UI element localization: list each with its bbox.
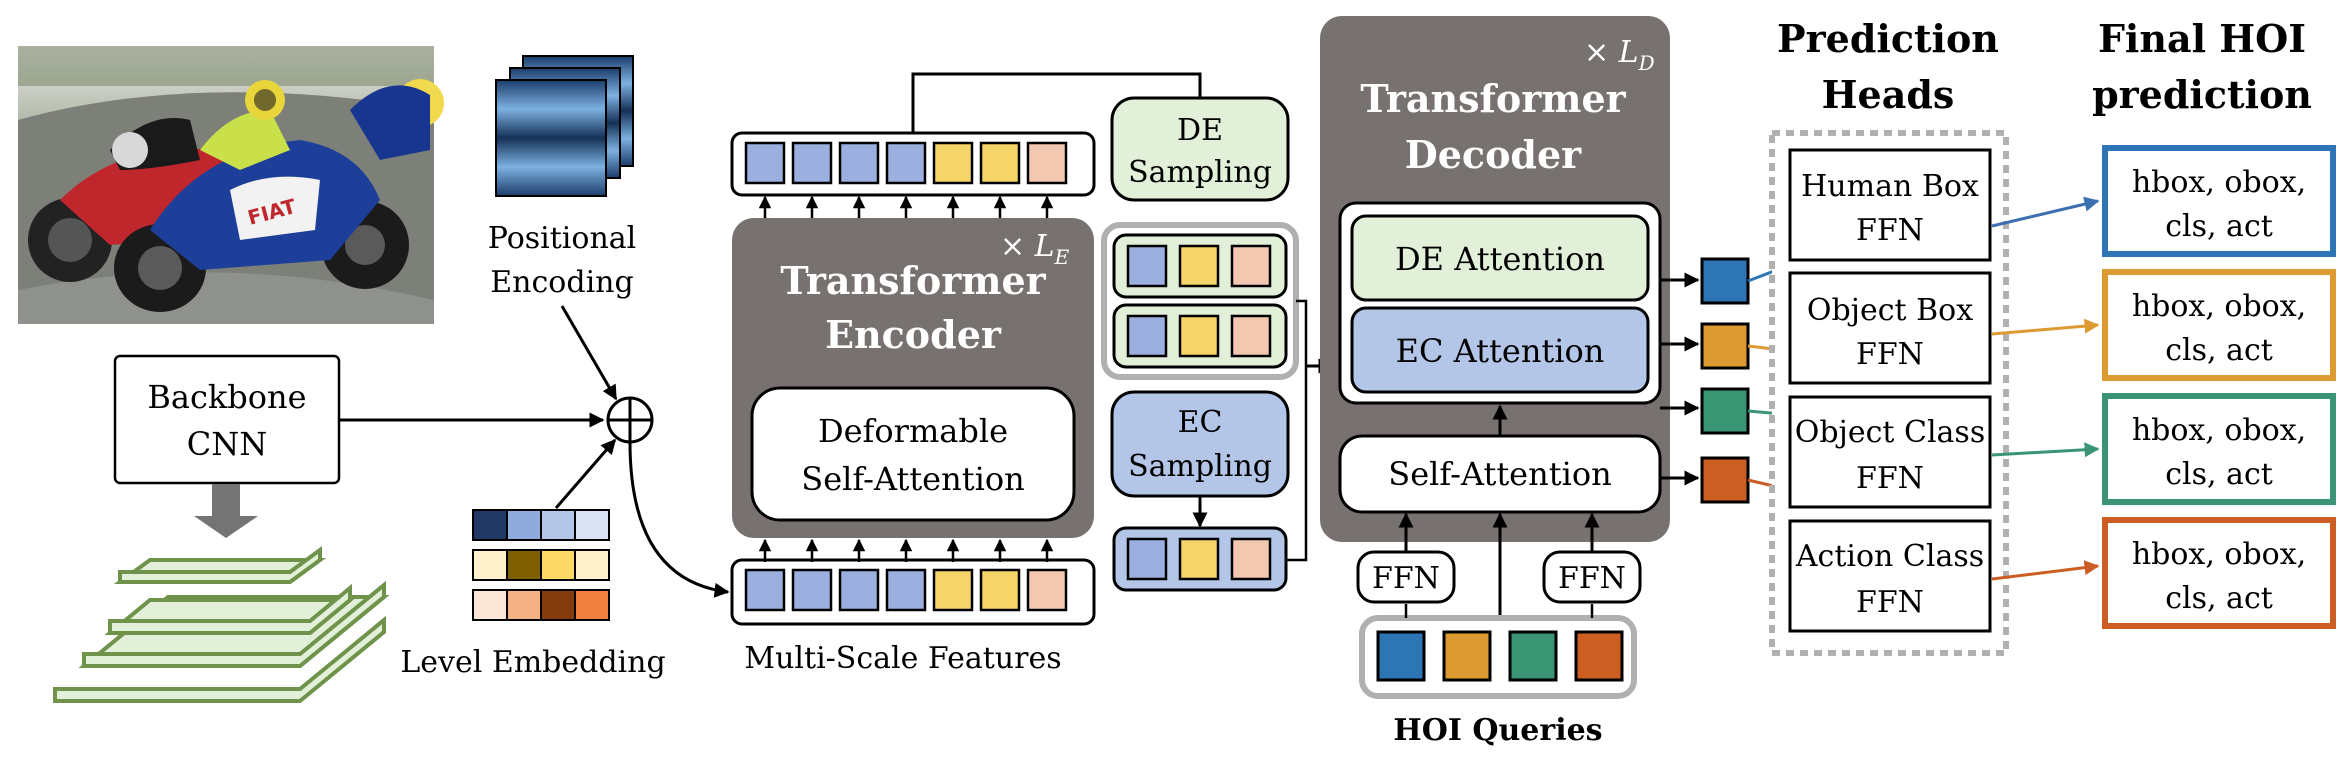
levelemb-to-sum-arrow xyxy=(554,438,617,509)
encoder-output-arrows xyxy=(758,195,1054,218)
final-prediction-title-line2: prediction xyxy=(2092,72,2312,117)
ec-attention-label: EC Attention xyxy=(1396,332,1605,370)
final-box-2-line1: hbox, obox, xyxy=(2132,289,2306,324)
head-object-box-line2: FFN xyxy=(1856,337,1924,372)
human-box-output-arrow xyxy=(1991,196,2100,228)
final-box-1-line2: cls, act xyxy=(2165,209,2273,244)
final-prediction-box-1: hbox, obox, cls, act xyxy=(2102,145,2336,257)
decoder-title-line1: Transformer xyxy=(1360,76,1626,121)
head-human-box: Human Box FFN xyxy=(1788,148,1992,262)
deformable-attention-line1: Deformable xyxy=(818,412,1008,450)
backbone-to-features-arrow xyxy=(194,484,258,538)
head-object-box-line1: Object Box xyxy=(1807,293,1973,328)
encoder-to-de-sampling-line xyxy=(911,72,1202,133)
positional-encoding-label-line1: Positional xyxy=(488,221,637,256)
posenc-to-sum-arrow xyxy=(560,305,618,401)
encoder-title-line1: Transformer xyxy=(780,258,1046,303)
transformer-decoder: × LD Transformer Decoder DE Attention EC… xyxy=(1320,16,1670,542)
ec-sampling-line1: EC xyxy=(1178,405,1223,440)
ffn-right-block: FFN xyxy=(1542,550,1642,604)
head-action-class-line2: FFN xyxy=(1856,585,1924,620)
object-class-output-arrow xyxy=(1991,442,2100,458)
deformable-attention-line2: Self-Attention xyxy=(801,460,1024,498)
multiscale-features-label: Multi-Scale Features xyxy=(744,641,1061,676)
final-box-3-line2: cls, act xyxy=(2165,457,2273,492)
final-box-3-line1: hbox, obox, xyxy=(2132,413,2306,448)
ffn-left-label: FFN xyxy=(1372,561,1440,596)
action-class-output-arrow xyxy=(1991,560,2100,581)
prediction-heads-title-line1: Prediction xyxy=(1777,16,1999,61)
de-sampling-block: DE Sampling xyxy=(1110,96,1290,202)
backbone-label-line1: Backbone xyxy=(147,378,306,416)
decoder-output-queries xyxy=(1660,257,1783,504)
de-attention-label: DE Attention xyxy=(1395,240,1605,278)
positional-encoding-stack xyxy=(495,55,634,197)
de-sampling-line2: Sampling xyxy=(1128,155,1272,190)
de-sampling-line1: DE xyxy=(1177,113,1223,148)
ec-sampling-block: EC Sampling xyxy=(1110,390,1290,498)
decoder-title-line2: Decoder xyxy=(1405,132,1582,177)
encoder-input-arrows xyxy=(758,538,1054,562)
final-prediction-box-2: hbox, obox, cls, act xyxy=(2102,269,2336,381)
head-object-class-line1: Object Class xyxy=(1795,415,1985,450)
encoder-output-tokens xyxy=(730,131,1096,197)
head-human-box-line1: Human Box xyxy=(1801,169,1979,204)
head-object-class: Object Class FFN xyxy=(1788,395,1992,509)
positional-encoding-label-line2: Encoding xyxy=(490,265,633,300)
final-box-4-line2: cls, act xyxy=(2165,581,2273,616)
sampling-connector xyxy=(1286,299,1308,562)
level-embedding-label: Level Embedding xyxy=(400,645,665,680)
final-box-4-line1: hbox, obox, xyxy=(2132,537,2306,572)
self-attention-label: Self-Attention xyxy=(1388,455,1611,493)
hoi-queries-label: HOI Queries xyxy=(1393,713,1602,748)
backbone-label-line2: CNN xyxy=(187,425,267,463)
sampled-tokens-group xyxy=(1101,222,1299,380)
hoi-queries xyxy=(1359,615,1637,699)
ffn-right-label: FFN xyxy=(1558,561,1626,596)
head-human-box-line2: FFN xyxy=(1856,213,1924,248)
object-box-output-arrow xyxy=(1991,318,2100,336)
prediction-heads-title-line2: Heads xyxy=(1822,72,1955,117)
ec-sampling-line2: Sampling xyxy=(1128,449,1272,484)
head-action-class-line1: Action Class xyxy=(1795,539,1984,574)
multiscale-input-tokens xyxy=(730,558,1096,626)
ec-sampled-tokens xyxy=(1112,526,1288,592)
encoder-title-line2: Encoder xyxy=(825,312,1002,357)
backbone-cnn-block: Backbone CNN xyxy=(113,354,341,485)
multiscale-feature-planes xyxy=(53,546,390,703)
transformer-encoder: × LE Transformer Encoder Deformable Self… xyxy=(732,218,1094,538)
final-prediction-box-3: hbox, obox, cls, act xyxy=(2102,393,2336,505)
decoder-repeat-label: × LD xyxy=(1584,35,1655,75)
final-prediction-box-4: hbox, obox, cls, act xyxy=(2102,517,2336,629)
input-image: FIAT xyxy=(18,46,444,324)
head-object-box: Object Box FFN xyxy=(1788,271,1992,385)
sum-to-features-arrow xyxy=(628,441,730,598)
final-box-1-line1: hbox, obox, xyxy=(2132,165,2306,200)
head-object-class-line2: FFN xyxy=(1856,461,1924,496)
final-box-2-line2: cls, act xyxy=(2165,333,2273,368)
level-embedding-grid xyxy=(472,509,610,621)
sum-node xyxy=(606,396,654,444)
head-action-class: Action Class FFN xyxy=(1788,519,1992,633)
ffn-left-block: FFN xyxy=(1356,550,1456,604)
final-prediction-title-line1: Final HOI xyxy=(2098,16,2306,61)
encoder-repeat-label: × LE xyxy=(1000,229,1070,269)
